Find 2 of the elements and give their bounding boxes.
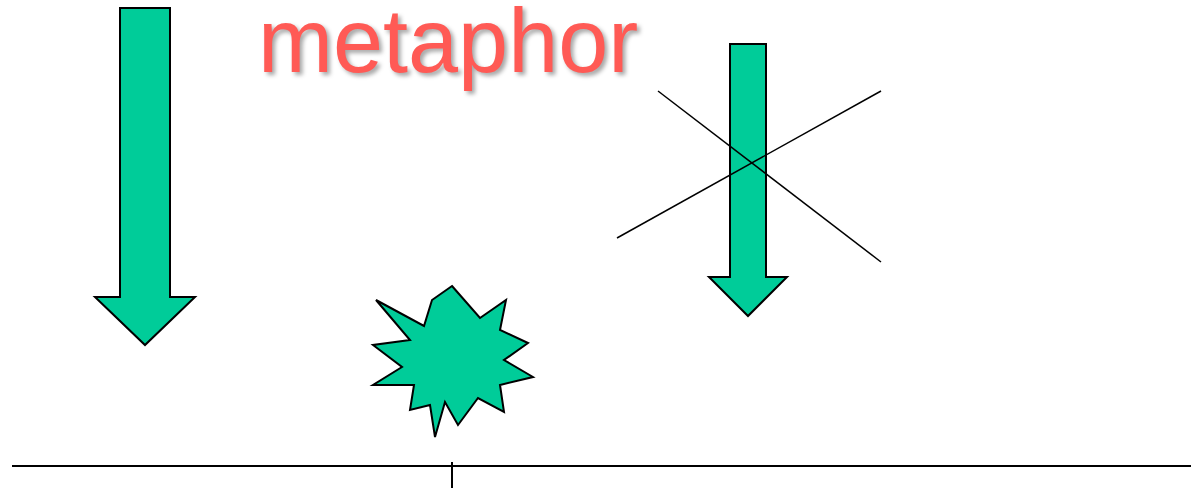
starburst-shape (369, 284, 536, 438)
title-word: metaphor (258, 0, 639, 91)
